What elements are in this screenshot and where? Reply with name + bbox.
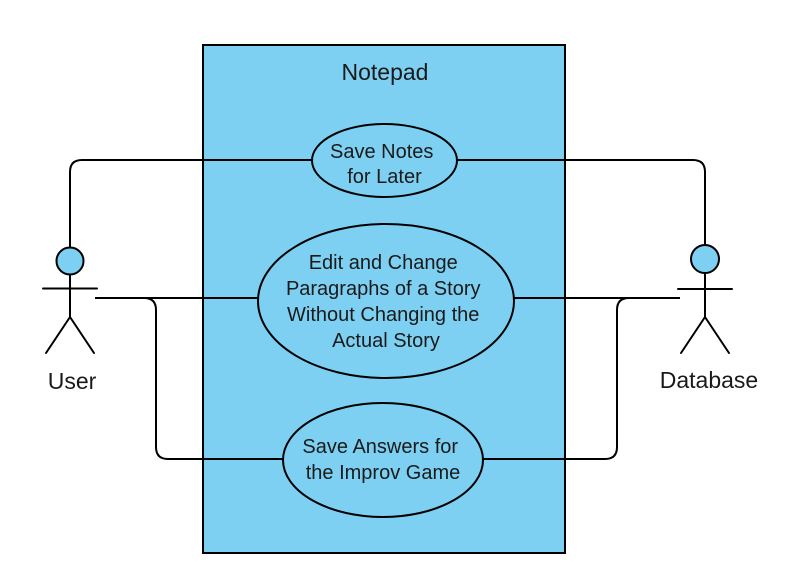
usecase-edit-paragraphs-line2: Paragraphs of a Story xyxy=(286,278,481,300)
usecase-save-answers-label: Save Answers for the Improv Game xyxy=(302,436,463,484)
usecase-save-notes-label: Save Notes for Later xyxy=(330,141,439,188)
assoc-database-save-notes xyxy=(457,159,706,245)
usecase-save-notes-line1: Save Notes xyxy=(330,141,433,163)
actor-database: Database xyxy=(660,244,758,393)
user-label: User xyxy=(48,368,97,394)
database-head-icon xyxy=(690,244,720,274)
usecase-edit-paragraphs-label: Edit and Change Paragraphs of a Story Wi… xyxy=(286,252,486,352)
usecase-edit-paragraphs-line3: Without Changing the xyxy=(287,304,479,326)
user-head-icon xyxy=(55,246,85,276)
usecase-edit-paragraphs-line1: Edit and Change xyxy=(309,252,458,274)
usecase-save-answers-line2: the Improv Game xyxy=(306,462,461,484)
usecase-save-answers-line1: Save Answers for xyxy=(302,436,458,458)
usecase-save-notes-ellipse xyxy=(311,123,458,198)
assoc-database-save-answers xyxy=(483,297,630,460)
usecase-edit-paragraphs-ellipse xyxy=(257,223,515,379)
actor-user: User xyxy=(42,246,98,394)
database-stick-figure-icon xyxy=(677,272,733,354)
system-title: Notepad xyxy=(342,59,429,85)
usecase-save-answers-ellipse xyxy=(282,402,484,518)
usecase-save-notes-line2: for Later xyxy=(347,166,422,188)
user-stick-figure-icon xyxy=(42,273,98,354)
database-label: Database xyxy=(660,367,758,393)
assoc-user-save-notes xyxy=(69,159,312,248)
usecase-edit-paragraphs-line4: Actual Story xyxy=(332,330,440,352)
assoc-user-save-answers xyxy=(143,297,283,460)
